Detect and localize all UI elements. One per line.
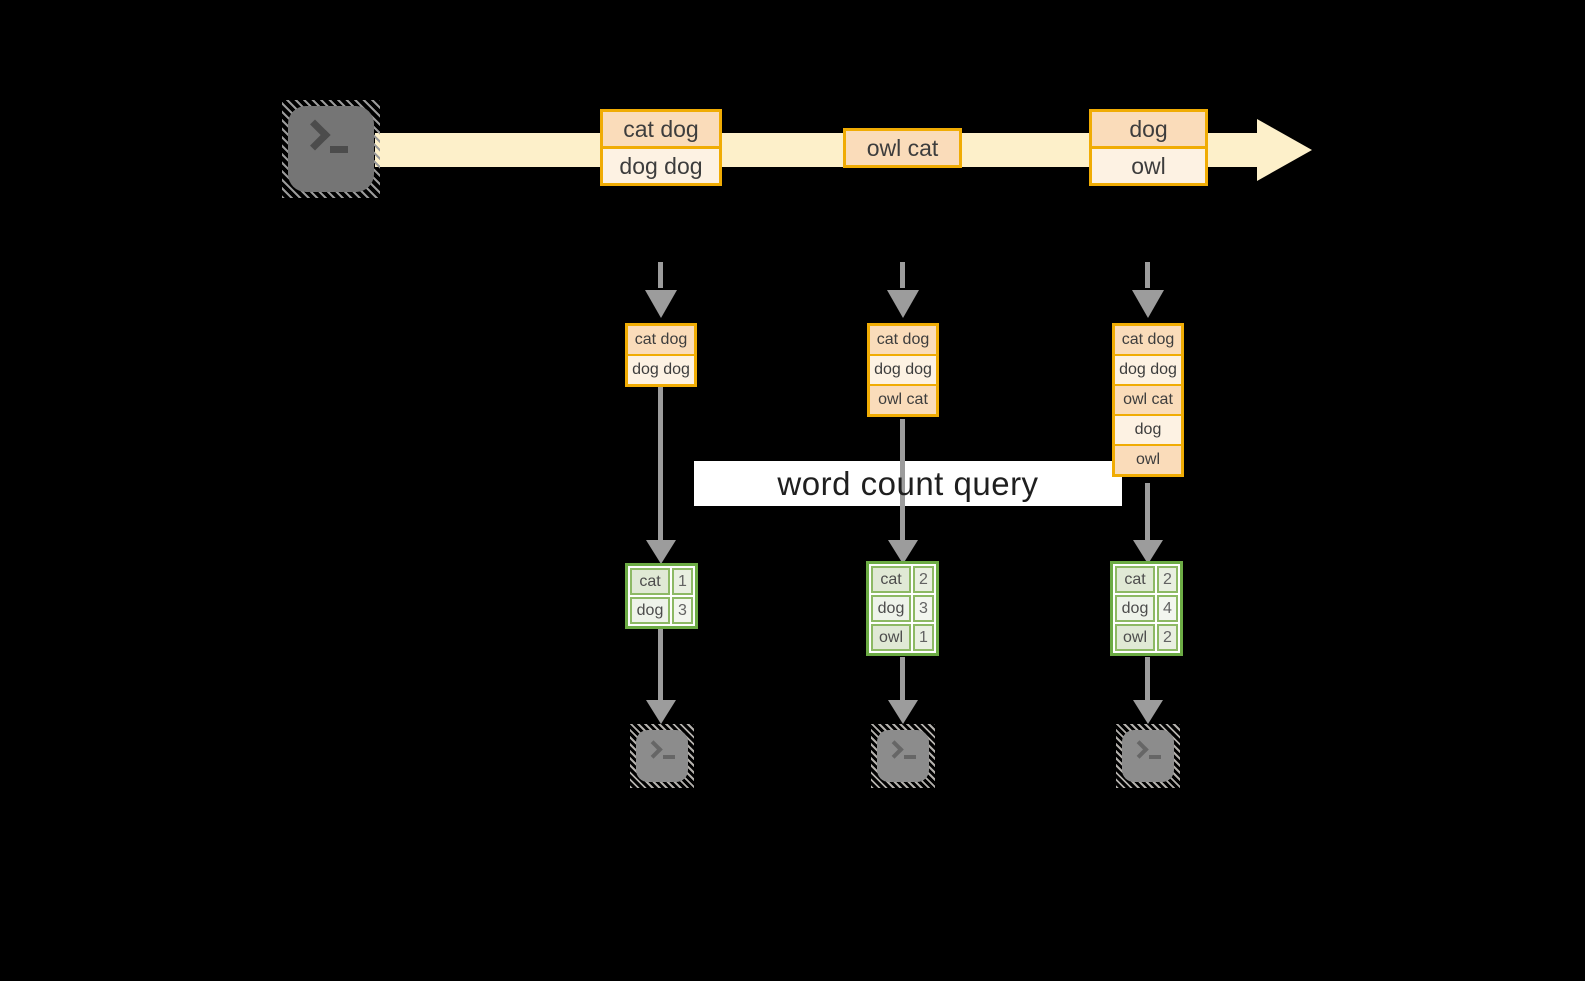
record-buffer-3: cat dog dog dog owl cat dog owl bbox=[1112, 323, 1184, 477]
prompt-chevron-icon bbox=[299, 119, 331, 151]
count-value: 4 bbox=[1157, 595, 1178, 622]
count-value: 1 bbox=[913, 624, 934, 651]
query-arrowhead-icon bbox=[888, 540, 918, 564]
consumer-terminal-2 bbox=[871, 724, 935, 788]
query-arrow-stem bbox=[900, 419, 905, 540]
count-value: 3 bbox=[913, 595, 934, 622]
query-arrow-stem bbox=[658, 387, 663, 540]
ingest-arrowhead-icon bbox=[887, 290, 919, 318]
record-cell: dog dog bbox=[603, 146, 719, 183]
record-cell: dog bbox=[1092, 112, 1205, 146]
buffer-cell: dog dog bbox=[870, 354, 936, 384]
output-arrow-stem bbox=[1145, 657, 1150, 702]
ingest-arrowhead-icon bbox=[645, 290, 677, 318]
prompt-cursor-icon bbox=[904, 755, 916, 759]
output-arrowhead-icon bbox=[888, 700, 918, 724]
record-cell: owl cat bbox=[846, 131, 959, 165]
count-row: owl 2 bbox=[1115, 624, 1178, 651]
count-row: cat 2 bbox=[871, 566, 934, 593]
stream-record-batch-1: cat dog dog dog bbox=[600, 109, 722, 186]
stream-timeline-arrowhead-icon bbox=[1257, 119, 1312, 181]
query-label: word count query bbox=[777, 464, 1039, 502]
buffer-cell: cat dog bbox=[870, 326, 936, 354]
buffer-cell: dog dog bbox=[628, 354, 694, 384]
count-table-3: cat 2 dog 4 owl 2 bbox=[1110, 561, 1183, 656]
terminal-icon bbox=[877, 730, 929, 782]
count-row: owl 1 bbox=[871, 624, 934, 651]
terminal-icon bbox=[288, 106, 374, 192]
output-arrowhead-icon bbox=[646, 700, 676, 724]
count-row: dog 3 bbox=[871, 595, 934, 622]
query-arrowhead-icon bbox=[646, 540, 676, 564]
query-arrowhead-icon bbox=[1133, 540, 1163, 564]
count-row: cat 1 bbox=[630, 568, 693, 595]
stream-record-batch-2: owl cat bbox=[843, 128, 962, 168]
buffer-cell: dog dog bbox=[1115, 354, 1181, 384]
count-table-1: cat 1 dog 3 bbox=[625, 563, 698, 629]
ingest-arrow-dash bbox=[1145, 262, 1150, 288]
prompt-cursor-icon bbox=[663, 755, 675, 759]
ingest-arrow-dash bbox=[658, 262, 663, 288]
count-row: dog 4 bbox=[1115, 595, 1178, 622]
record-cell: cat dog bbox=[603, 112, 719, 146]
output-arrow-stem bbox=[900, 657, 905, 702]
count-table-2: cat 2 dog 3 owl 1 bbox=[866, 561, 939, 656]
count-value: 2 bbox=[913, 566, 934, 593]
terminal-icon bbox=[1122, 730, 1174, 782]
count-word: dog bbox=[630, 597, 670, 624]
record-buffer-1: cat dog dog dog bbox=[625, 323, 697, 387]
source-terminal bbox=[282, 100, 380, 198]
count-value: 2 bbox=[1157, 566, 1178, 593]
output-arrow-stem bbox=[658, 629, 663, 702]
buffer-cell: owl cat bbox=[870, 384, 936, 414]
buffer-cell: cat dog bbox=[1115, 326, 1181, 354]
count-word: cat bbox=[630, 568, 670, 595]
ingest-arrowhead-icon bbox=[1132, 290, 1164, 318]
consumer-terminal-1 bbox=[630, 724, 694, 788]
ingest-arrow-dash bbox=[900, 262, 905, 288]
buffer-cell: cat dog bbox=[628, 326, 694, 354]
query-arrow-stem bbox=[1145, 483, 1150, 540]
count-word: cat bbox=[1115, 566, 1155, 593]
record-buffer-2: cat dog dog dog owl cat bbox=[867, 323, 939, 417]
count-word: dog bbox=[871, 595, 911, 622]
count-value: 2 bbox=[1157, 624, 1178, 651]
count-value: 1 bbox=[672, 568, 693, 595]
terminal-icon bbox=[636, 730, 688, 782]
buffer-cell: owl cat bbox=[1115, 384, 1181, 414]
query-label-band bbox=[694, 461, 1122, 506]
count-value: 3 bbox=[672, 597, 693, 624]
prompt-cursor-icon bbox=[330, 146, 348, 153]
count-word: owl bbox=[871, 624, 911, 651]
output-arrowhead-icon bbox=[1133, 700, 1163, 724]
consumer-terminal-3 bbox=[1116, 724, 1180, 788]
record-cell: owl bbox=[1092, 146, 1205, 183]
buffer-cell: owl bbox=[1115, 444, 1181, 474]
prompt-chevron-icon bbox=[885, 740, 904, 759]
count-row: dog 3 bbox=[630, 597, 693, 624]
count-word: dog bbox=[1115, 595, 1155, 622]
prompt-chevron-icon bbox=[1130, 740, 1149, 759]
count-row: cat 2 bbox=[1115, 566, 1178, 593]
count-word: owl bbox=[1115, 624, 1155, 651]
stream-record-batch-3: dog owl bbox=[1089, 109, 1208, 186]
prompt-chevron-icon bbox=[644, 740, 663, 759]
prompt-cursor-icon bbox=[1149, 755, 1161, 759]
count-word: cat bbox=[871, 566, 911, 593]
buffer-cell: dog bbox=[1115, 414, 1181, 444]
